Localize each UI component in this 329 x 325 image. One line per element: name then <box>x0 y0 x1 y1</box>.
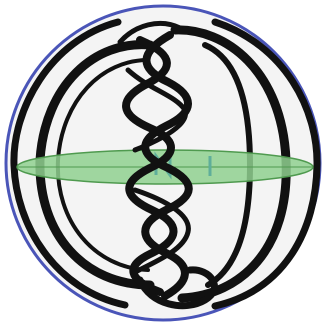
knot-diagram <box>0 0 329 325</box>
figure-stage <box>0 0 329 325</box>
